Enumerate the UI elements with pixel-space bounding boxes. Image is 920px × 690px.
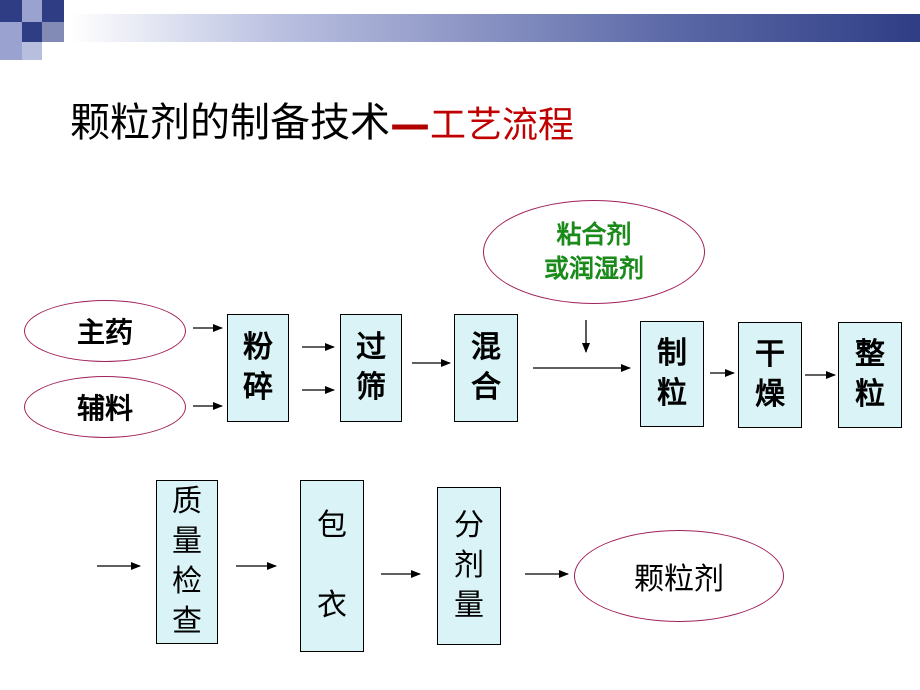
binder-label: 粘合剂 或润湿剂 (543, 220, 644, 283)
step-mix-label: 混 合 (471, 330, 501, 405)
decorative-square (0, 22, 22, 42)
step-coat: 包 衣 (300, 480, 364, 652)
product-oval: 颗粒剂 (574, 530, 784, 622)
step-crush-label: 粉 碎 (243, 330, 273, 405)
step-divide-dose-label: 分 剂 量 (454, 508, 484, 623)
main-drug-oval: 主药 (24, 300, 186, 362)
step-divide-dose: 分 剂 量 (437, 487, 501, 645)
title-main: 颗粒剂的制备技术 (70, 100, 390, 146)
decorative-square (42, 0, 64, 22)
decorative-square (42, 22, 64, 42)
step-dry: 干 燥 (738, 322, 802, 428)
excipient-oval: 辅料 (24, 376, 186, 438)
main-drug-label: 主药 (76, 316, 133, 349)
decorative-square (0, 42, 22, 60)
decorative-square (22, 22, 42, 42)
step-quality-check: 质 量 检 查 (156, 480, 218, 644)
step-granulate-label: 制 粒 (657, 336, 687, 411)
step-size-granules-label: 整 粒 (855, 337, 885, 412)
slide-title: 颗粒剂的制备技术 — 工艺流程 (70, 88, 574, 148)
step-size-granules: 整 粒 (838, 322, 902, 428)
title-dash: — (390, 102, 430, 148)
product-label: 颗粒剂 (634, 562, 724, 597)
step-sieve: 过 筛 (340, 314, 402, 422)
title-subtitle: 工艺流程 (430, 105, 575, 146)
step-sieve-label: 过 筛 (356, 330, 386, 405)
step-granulate: 制 粒 (640, 321, 704, 427)
header-gradient-bar (70, 14, 920, 42)
decorative-square (0, 0, 22, 22)
step-coat-label: 包 衣 (317, 508, 347, 623)
excipient-label: 辅料 (76, 392, 133, 425)
step-crush: 粉 碎 (227, 314, 289, 422)
binder-oval: 粘合剂 或润湿剂 (483, 200, 705, 304)
decorative-square (22, 42, 42, 60)
step-mix: 混 合 (454, 314, 518, 422)
decorative-square (22, 0, 42, 22)
step-dry-label: 干 燥 (755, 337, 785, 412)
step-quality-check-label: 质 量 检 查 (172, 484, 202, 639)
